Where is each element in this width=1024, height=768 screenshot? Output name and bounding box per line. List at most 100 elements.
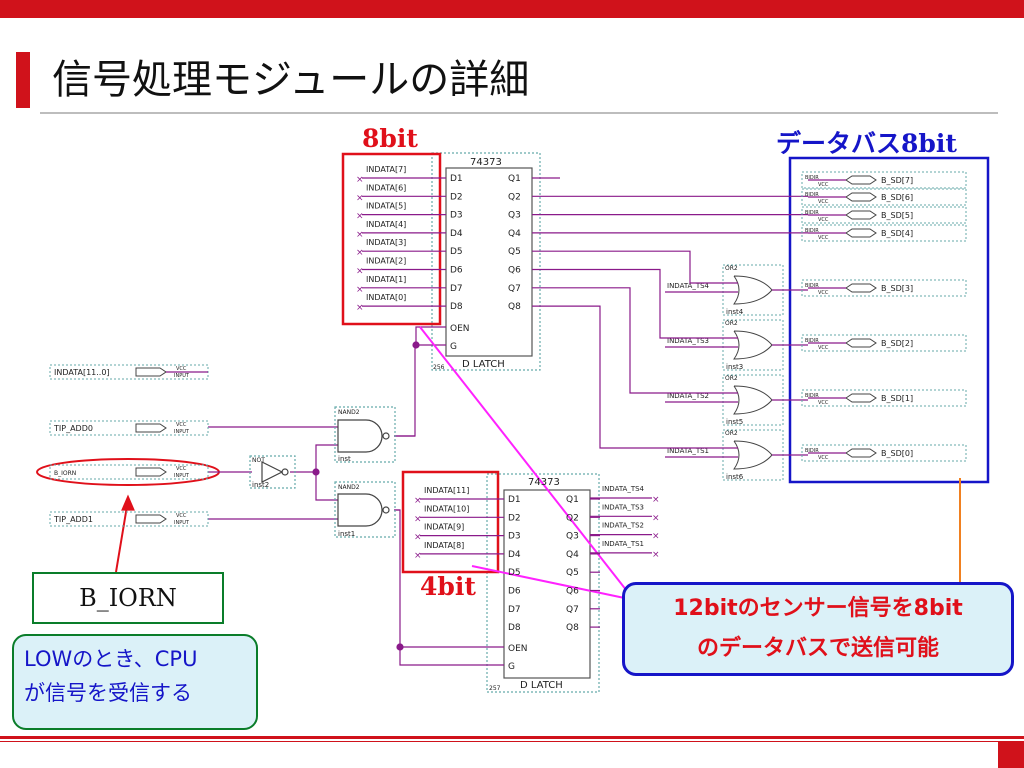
no-connect-mark: × [356,248,364,258]
low-note-line1: LOWのとき、CPU [24,647,198,671]
latch-lower-q-pin: Q5 [566,568,579,578]
nand-gate-b [337,493,383,527]
bidir-port-symbol [845,210,877,220]
latch-upper-q-pin: Q5 [508,247,521,257]
latch-upper-input-label: INDATA[0] [366,293,406,302]
junction-dot [396,643,404,651]
bidir-port-label: B_SD[5] [881,211,913,220]
or-gate-type: OR2 [725,375,738,382]
nand-a-type: NAND2 [338,409,360,416]
or-gate-inst: inst3 [726,363,743,371]
latch-lower-q-pin: Q3 [566,532,579,542]
bidir-tag: BIDIR [805,210,819,216]
no-connect-mark: × [652,532,660,542]
callout-line1: 12bitのセンサー信号を8bit [673,596,963,621]
input-port-symbol [135,367,167,377]
bidir-port-label: B_SD[7] [881,176,913,185]
biorn-note: B_IORN [32,572,224,624]
junction-dot [412,341,420,349]
bidir-vcc: VCC [818,235,829,241]
latch-lower-oen-pin: OEN [508,644,528,654]
pointer-biorn-arrowhead [121,494,135,511]
nand-gate-a [337,419,383,453]
pointer-lower [471,565,635,601]
not-gate [261,461,284,483]
latch-upper-name: D LATCH [462,359,505,370]
g-wire-upper [394,344,446,437]
bidir-port-symbol [845,192,877,202]
latch-upper-d-pin: D6 [450,266,463,276]
latch-lower-input-label: INDATA[8] [424,541,464,550]
latch-upper-q-pin: Q3 [508,211,521,221]
bidir-port-frame [801,171,967,189]
bidir-port-symbol [845,338,877,348]
not-out-wire [290,444,338,473]
not-out-wire-b [315,472,338,501]
input-port-frame [49,464,209,480]
bottom-accent-line-thin [0,741,1024,742]
bidir-port-frame [801,334,967,352]
latch-upper-q-pin: Q2 [508,192,521,202]
input-port-mode: INPUT [174,429,190,435]
latch-lower-output-label: INDATA_TS2 [602,522,644,530]
bidir-vcc: VCC [818,217,829,223]
bidir-vcc: VCC [818,290,829,296]
bidir-tag: BIDIR [805,175,819,181]
bidir-port-symbol [845,283,877,293]
no-connect-mark: × [356,285,364,295]
bidir-port-label: B_SD[2] [881,339,913,348]
label-databus: データバス8bit [776,129,957,158]
lower-input-highlight [401,470,500,574]
latch-lower-input-label: INDATA[11] [424,486,469,495]
latch-upper-d-pin: D2 [450,192,463,202]
nand-a-inst: inst [338,455,351,463]
latch-upper-g-pin: G [450,342,457,352]
or-gate-input-label: INDATA_TS4 [667,282,710,290]
oen-wire-upper [415,326,446,345]
input-port-label: B_IORN [54,470,76,477]
input-port-mode: INPUT [174,520,190,526]
no-connect-mark: × [356,230,364,240]
latch-lower-d-pin: D6 [508,587,521,597]
or-gate-inst: inst5 [726,418,743,426]
nand-gate-a-bubble [382,432,390,440]
or-gate-input-label: INDATA_TS2 [667,392,709,400]
title-underline [40,112,998,114]
q-to-or-wire [532,268,738,339]
no-connect-mark: × [356,212,364,222]
latch-upper-d-pin: D1 [450,174,463,184]
bidir-vcc: VCC [818,455,829,461]
latch-upper-oen-pin: OEN [450,324,470,334]
or-gate-inst: inst6 [726,473,744,481]
input-port-vcc: VCC [176,513,187,519]
nand-a-frame [334,406,396,463]
bidir-port-label: B_SD[6] [881,193,913,202]
latch-lower-d-pin: D3 [508,532,521,542]
or-gate [733,440,773,470]
input-port-vcc: VCC [176,422,187,428]
input-port-vcc: VCC [176,466,187,472]
latch-upper-outline [431,152,541,371]
bidir-port-frame [801,444,967,462]
latch-lower-d-pin: D2 [508,513,521,523]
input-port-symbol [135,514,167,524]
input-port-label: TIP_ADD1 [53,515,93,524]
latch-upper-d-pin: D4 [450,229,463,239]
latch-lower-output-label: INDATA_TS3 [602,503,644,511]
low-note-line2: が信号を受信する [24,681,192,705]
no-connect-mark: × [414,496,422,506]
bidir-port-frame [801,279,967,297]
bidir-port-symbol [845,393,877,403]
not-gate-bubble [281,468,289,476]
latch-lower-q-pin: Q6 [566,587,579,597]
latch-lower-d-pin: D4 [508,550,521,560]
latch-lower-q-pin: Q8 [566,623,579,633]
latch-upper-input-label: INDATA[2] [366,257,406,266]
latch-lower-q-pin: Q7 [566,605,579,615]
bidir-tag: BIDIR [805,228,819,234]
nand-b-frame [334,481,396,538]
not-gate-frame [249,455,296,489]
latch-upper-q-pin: Q6 [508,266,521,276]
latch-lower-d-pin: D8 [508,623,521,633]
